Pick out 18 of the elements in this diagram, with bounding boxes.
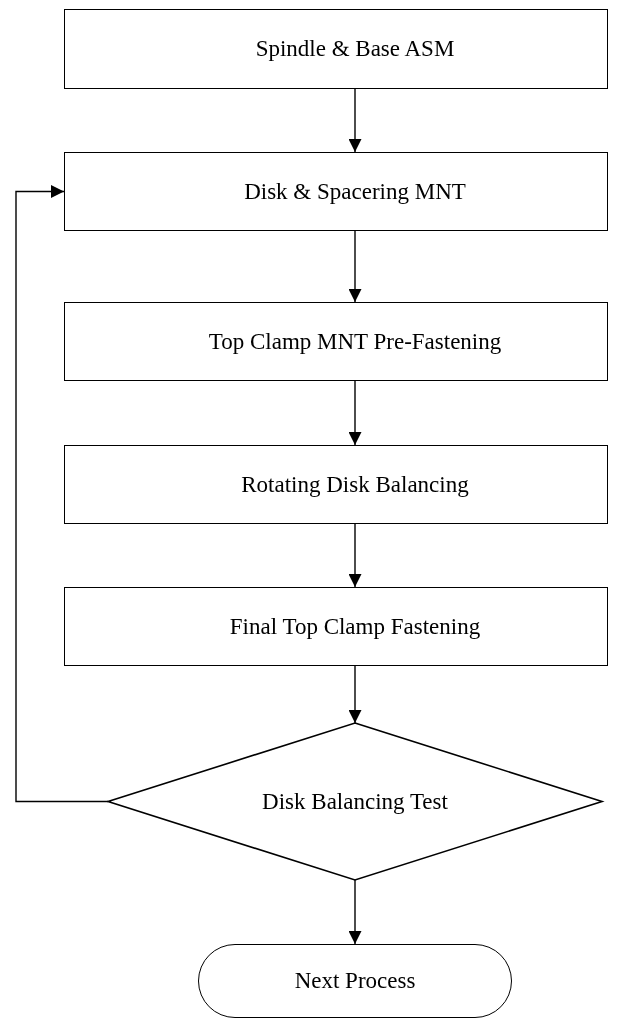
arrow xyxy=(348,523,362,588)
step-label: Next Process xyxy=(294,968,416,994)
step-label: Spindle & Base ASM xyxy=(255,36,455,62)
process-box xyxy=(64,9,608,89)
process-box xyxy=(64,302,608,381)
step-label: Disk & Spacering MNT xyxy=(244,178,466,205)
arrow xyxy=(348,380,362,446)
arrow xyxy=(348,665,362,724)
step-label: Top Clamp MNT Pre-Fastening xyxy=(208,328,502,355)
arrow xyxy=(348,879,362,945)
process-box xyxy=(64,587,608,666)
arrow xyxy=(348,230,362,303)
step-label: Disk Balancing Test xyxy=(262,788,448,815)
arrow xyxy=(348,88,362,153)
process-box xyxy=(64,152,608,231)
step-label: Final Top Clamp Fastening xyxy=(229,613,481,640)
process-box xyxy=(64,445,608,524)
step-label: Rotating Disk Balancing xyxy=(241,471,469,498)
